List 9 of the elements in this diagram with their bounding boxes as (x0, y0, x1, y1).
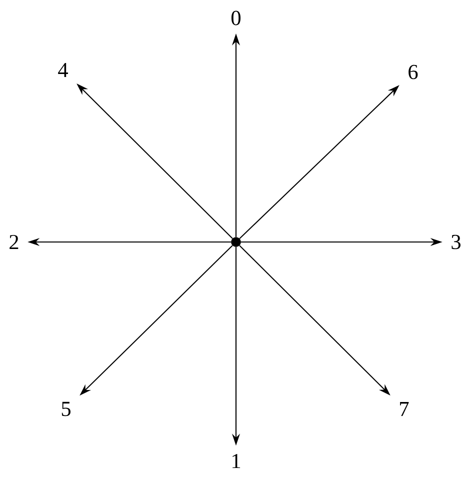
direction-label: 2 (10, 234, 18, 250)
direction-label: 0 (231, 10, 240, 26)
direction-label: 4 (58, 63, 68, 78)
direction-label: 6 (408, 64, 418, 80)
direction-label: 7 (400, 402, 409, 416)
direction-label: 3 (452, 234, 460, 250)
direction-label: 5 (62, 402, 70, 416)
direction-label: 1 (232, 454, 240, 468)
center-dot (231, 237, 241, 247)
